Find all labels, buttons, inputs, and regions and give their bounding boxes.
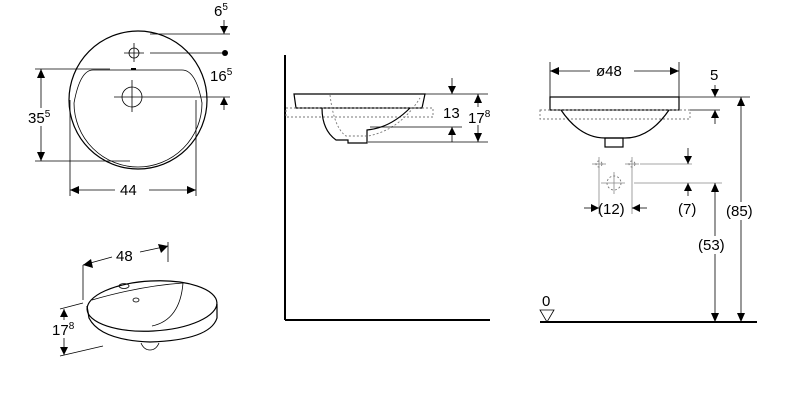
dim-drain-height: (53)	[698, 237, 725, 254]
dim-side-height: 178	[468, 109, 491, 127]
dim-diameter: ø48	[596, 63, 622, 80]
side-view	[284, 55, 490, 321]
dim-top-offset: 65	[214, 2, 228, 20]
dim-rim-thickness: 5	[710, 67, 718, 84]
dim-pipe-spacing: (12)	[598, 201, 625, 218]
iso-view	[59, 242, 218, 357]
dim-rim-height: (85)	[726, 203, 753, 220]
dim-drain-offset: 165	[210, 67, 233, 85]
front-view	[539, 62, 758, 323]
dim-depth: 355	[28, 109, 51, 127]
floor-level-label: 0	[542, 293, 550, 310]
top-view	[35, 20, 230, 198]
dim-width: 44	[120, 182, 137, 199]
dim-bowl-depth: 13	[443, 105, 460, 122]
dim-iso-width: 48	[116, 248, 133, 265]
dim-pipe-offset: (7)	[678, 201, 696, 218]
dim-iso-height: 178	[52, 321, 75, 339]
